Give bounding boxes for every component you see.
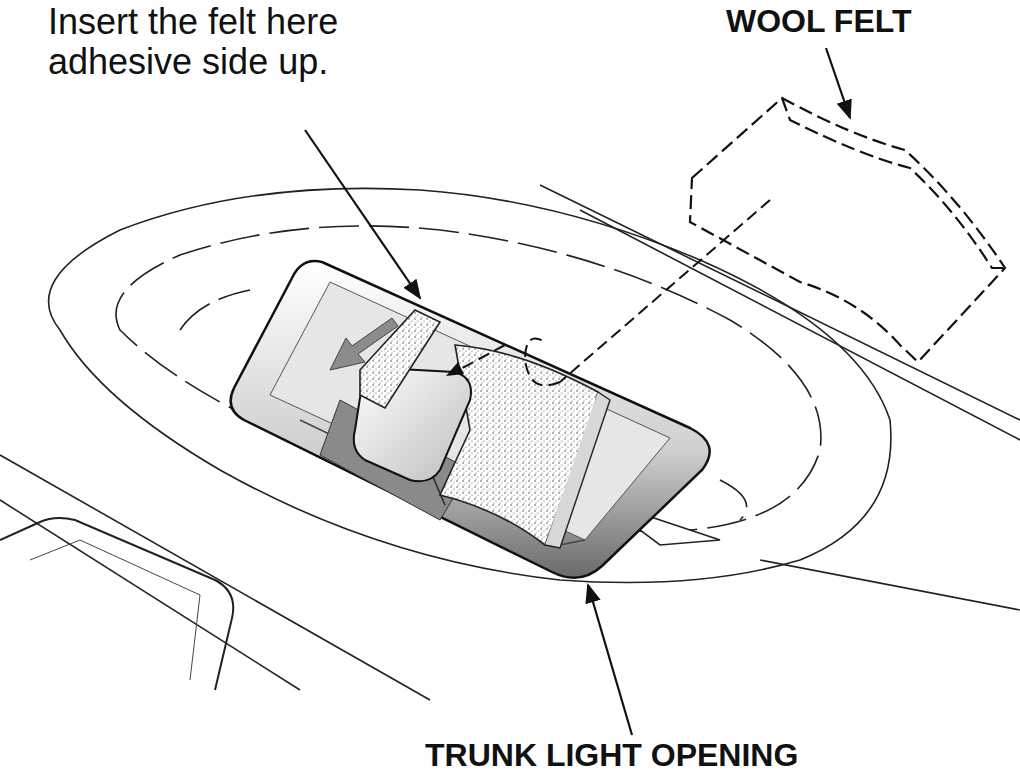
part-label: TRUNK LIGHT OPENING [425,738,798,774]
part-label: WOOL FELT [726,4,911,40]
instruction-note: Insert the felt here adhesive side up. [48,2,408,83]
